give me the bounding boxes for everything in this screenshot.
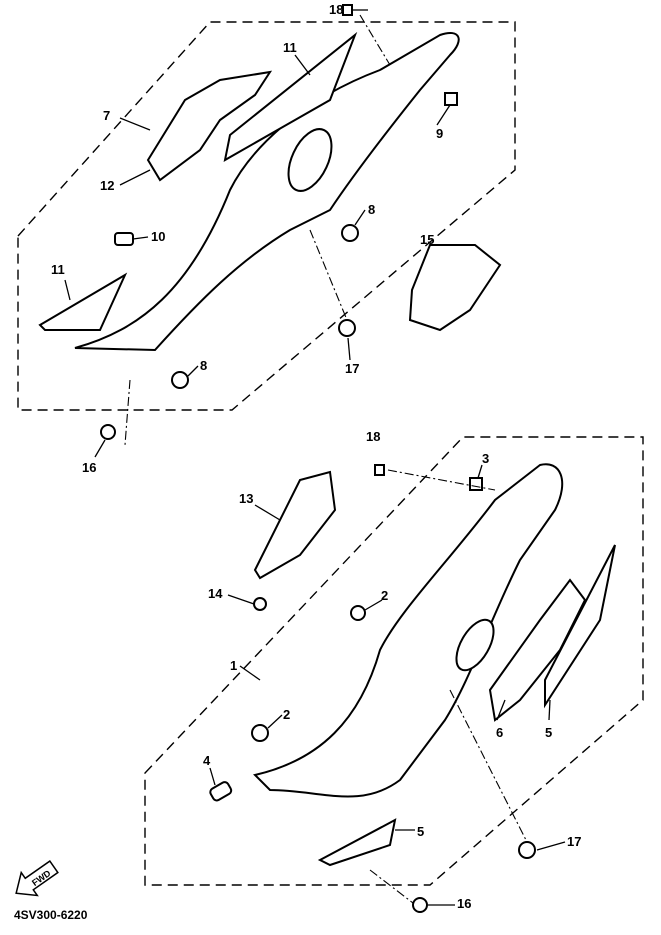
bolt-16-upper (100, 424, 116, 440)
callout-6: 6 (496, 725, 503, 740)
callout-3: 3 (482, 451, 489, 466)
callout-5: 5 (417, 824, 424, 839)
bolt-16-lower (412, 897, 428, 913)
clip-10 (114, 232, 134, 246)
callout-15: 15 (420, 232, 434, 247)
diagram-code: 4SV300-6220 (14, 908, 88, 922)
callout-8: 8 (368, 202, 375, 217)
grommet-2-upper (350, 605, 366, 621)
callout-16: 16 (457, 896, 471, 911)
cover-opening-lower (455, 618, 495, 672)
bolt-18-upper (342, 4, 353, 16)
group-boundary-lower (144, 436, 644, 886)
callout-7: 7 (103, 108, 110, 123)
callout-1: 1 (230, 658, 237, 673)
callout-12: 12 (100, 178, 114, 193)
callout-10: 10 (151, 229, 165, 244)
callout-2: 2 (283, 707, 290, 722)
callout-2: 2 (381, 588, 388, 603)
bolt-17-lower (518, 841, 536, 859)
callout-14: 14 (208, 586, 223, 601)
emblem-11-upper (223, 31, 358, 162)
callout-4: 4 (203, 753, 211, 768)
part-13 (253, 470, 337, 580)
callout-17: 17 (567, 834, 581, 849)
callout-5: 5 (545, 725, 552, 740)
grommet-2-lower (251, 724, 269, 742)
bolt-18-lower (374, 464, 385, 476)
side-cover-lower (253, 463, 564, 798)
forward-arrow-icon: FWD (15, 860, 59, 897)
cover-opening (287, 128, 333, 192)
grommet-8-upper (341, 224, 359, 242)
callout-9: 9 (436, 126, 443, 141)
callout-16: 16 (82, 460, 96, 475)
group-boundary-upper (17, 21, 516, 411)
clip-4 (209, 781, 233, 802)
nut-3 (469, 477, 483, 491)
leader-lines (64, 54, 566, 906)
graphic-12 (146, 70, 273, 182)
callout-11: 11 (283, 40, 297, 55)
callout-18: 18 (366, 429, 380, 444)
bolt-17-upper (338, 319, 356, 337)
callout-labels: 18 11 7 9 12 10 8 15 11 8 17 16 18 3 13 … (51, 2, 581, 911)
grommet-8-lower (171, 371, 189, 389)
callout-13: 13 (239, 491, 253, 506)
bracket-15 (408, 244, 502, 332)
callout-11: 11 (51, 262, 65, 277)
callout-8: 8 (200, 358, 207, 373)
emblem-11-left (38, 272, 128, 331)
side-cover-upper (74, 32, 460, 352)
emblem-5-right (544, 544, 616, 709)
bolt-14 (253, 597, 267, 611)
callout-17: 17 (345, 361, 359, 376)
emblem-5-lower (317, 818, 397, 867)
nut-9 (444, 92, 458, 106)
callout-18: 18 (329, 2, 343, 17)
